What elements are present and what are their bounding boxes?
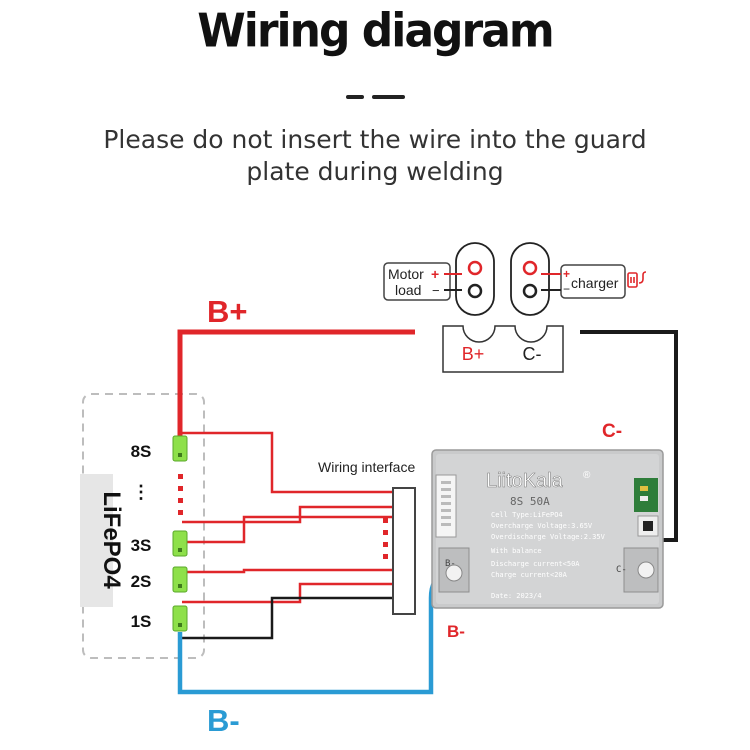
terminal-block	[442, 325, 564, 373]
motor-load-box	[383, 262, 451, 301]
connector-dots	[383, 518, 388, 559]
board-spec-4: With balance	[491, 547, 542, 555]
battery-type-badge	[80, 474, 113, 607]
charger-box	[560, 264, 626, 299]
cell-label-1s: 1S	[131, 612, 152, 631]
cell-dots	[178, 474, 183, 515]
board-spec-1: Cell Type:LiFePO4	[491, 511, 563, 519]
charger-plug	[510, 242, 550, 316]
c-minus-label: C-	[602, 421, 622, 442]
bms-board: B- C- LiitoKala ® 8S 50A Cell Type:LiFeP…	[431, 449, 664, 609]
board-pad-b-minus-label: B-	[445, 559, 456, 569]
board-spec-6: Charge current<20A	[491, 571, 568, 579]
balance-wire-b0	[182, 596, 393, 640]
terminal-pins	[178, 453, 182, 627]
balance-wire-1s	[182, 582, 393, 604]
page-title: Wiring diagram	[197, 4, 555, 59]
board-spec-5: Discharge current<50A	[491, 560, 580, 568]
terminal-c-minus: C-	[523, 344, 542, 364]
motor-plus: +	[431, 266, 439, 282]
motor-minus: −	[432, 283, 440, 298]
subtitle: Please do not insert the wire into the g…	[103, 125, 647, 186]
balance-wire-2s	[182, 568, 393, 574]
motor-load-line2: load	[395, 282, 421, 298]
board-model: 8S 50A	[510, 495, 550, 508]
charger-label: charger	[571, 275, 619, 291]
charger-minus: −	[563, 282, 570, 296]
cell-terminals	[172, 435, 188, 632]
board-spec-7: Date: 2023/4	[491, 592, 542, 600]
title-dash-right	[372, 95, 405, 99]
charger-icon	[627, 271, 647, 288]
cell-label-2s: 2S	[131, 572, 152, 591]
board-brand: LiitoKala	[486, 470, 564, 492]
terminal-b-plus: B+	[462, 344, 485, 364]
board-pad-c-minus-label: C-	[616, 565, 627, 575]
cell-label-3s: 3S	[131, 536, 152, 555]
b-minus-label: B-	[207, 703, 240, 738]
charger-plus: +	[563, 267, 570, 281]
motor-load-line1: Motor	[388, 266, 424, 282]
balance-wire-7s	[182, 505, 393, 524]
board-registered: ®	[583, 470, 591, 481]
board-balance-connector	[435, 474, 457, 538]
wiring-interface-label: Wiring interface	[318, 459, 415, 475]
board-green-pcb	[634, 478, 658, 512]
b-plus-label: B+	[207, 294, 248, 329]
battery-type-label: LiFePO4	[98, 491, 125, 589]
load-plug	[455, 242, 495, 316]
board-spec-3: Overdischarge Voltage:2.35V	[491, 533, 606, 541]
b-plus-wire	[177, 329, 415, 438]
board-spec-2: Overcharge Voltage:3.65V	[491, 522, 593, 530]
wiring-interface-connector	[392, 487, 416, 615]
cell-label-8s: 8S	[131, 442, 152, 461]
title-dash-left	[346, 95, 364, 99]
cell-label-ellipsis: ⋮	[132, 482, 150, 502]
balance-wire-3s	[182, 515, 393, 544]
balance-wire-8s	[182, 431, 393, 494]
b-minus-small-label: B-	[447, 622, 465, 641]
